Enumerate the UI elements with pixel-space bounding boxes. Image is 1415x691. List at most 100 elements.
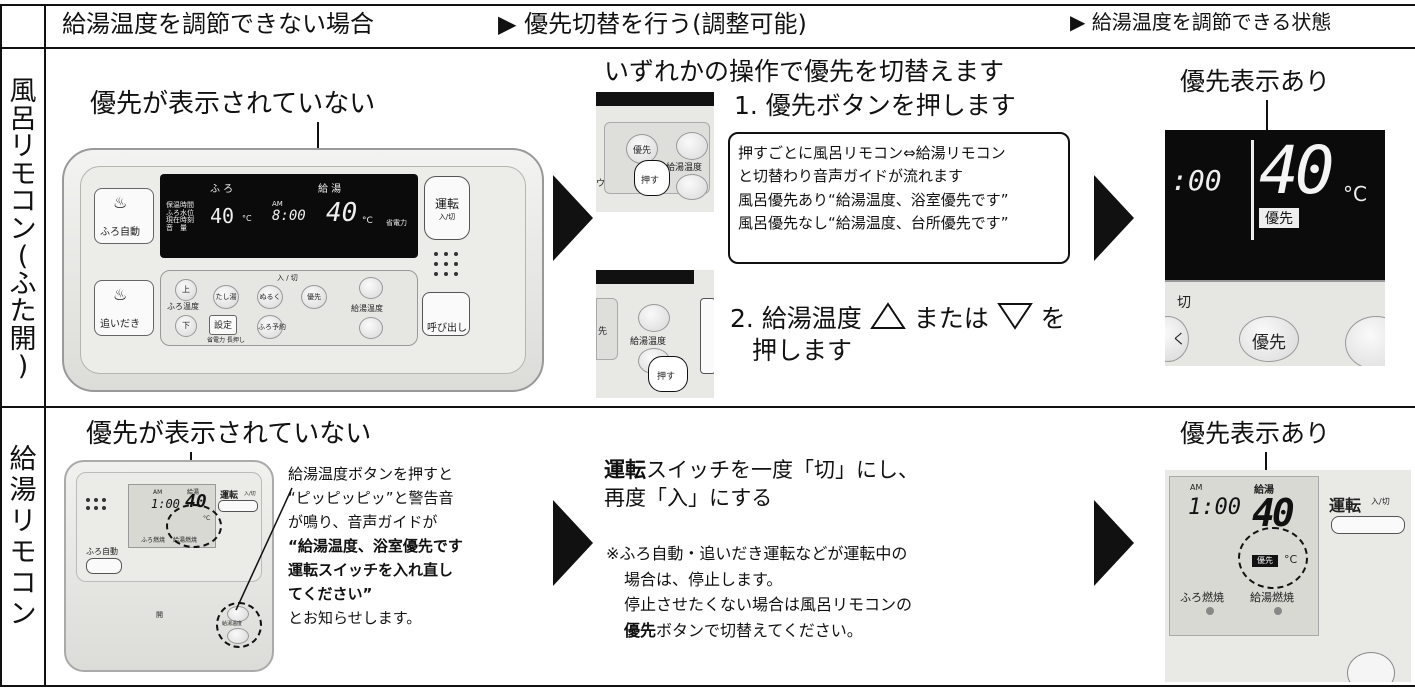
tashiyu-button[interactable]: たし湯 xyxy=(213,285,239,309)
row2-instr-line2: 再度「入」にする xyxy=(604,486,773,510)
row1-side-char: 呂 xyxy=(9,103,37,135)
row2-side-char: 湯 xyxy=(9,475,37,506)
row2-instr-line1: 運転スイッチを一度「切」にし、 xyxy=(604,458,919,482)
down-triangle-icon xyxy=(996,303,1033,330)
zoom1-partial: ウ xyxy=(596,179,606,189)
kitchen-unten: 運転 xyxy=(220,491,239,501)
row1-side-char: 開 xyxy=(9,323,37,355)
zoom-up-button-result[interactable] xyxy=(1345,316,1385,366)
shita-button[interactable]: 下 xyxy=(175,315,197,337)
grid-line-left xyxy=(0,4,2,687)
kitchen-unten-button[interactable] xyxy=(218,500,258,512)
step1: 1. 優先ボタンを押します xyxy=(734,91,1016,120)
kitchen-kyuto-small: 給湯 xyxy=(187,489,200,496)
bath-remote: ♨ ふろ自動 ♨ 追いだき ふ ろ 給 湯 保温時間ふろ水位 現在時刻音 量 4… xyxy=(62,148,544,392)
kitchen-furo-nensho: ふろ燃焼 xyxy=(141,537,166,544)
step2-text-c: を xyxy=(1040,304,1066,333)
yobidashi-button[interactable]: 呼び出し xyxy=(422,292,470,336)
zoom2-partial: 先 xyxy=(598,327,608,337)
zoom-kitchen-furo-nensho: ふろ燃焼 xyxy=(1180,591,1224,604)
note-text: 押すごとに風呂リモコン⇔給湯リモコンと切替わり音声ガイドが流れます 風呂優先あり… xyxy=(738,144,1009,232)
row2-side-char: リ xyxy=(9,506,37,537)
oidaki-button[interactable]: ♨ 追いだき xyxy=(94,280,154,336)
zoom2-up-button[interactable] xyxy=(638,304,670,332)
kitchen-down-button[interactable] xyxy=(227,628,249,644)
lcd-unit1: °C xyxy=(242,214,252,223)
button-panel: 入 / 切 上 ふろ温度 下 設定 省電力 長押し たし湯 ぬるく 優先 ふろ予… xyxy=(160,270,418,346)
kitchen-time: 1:00 xyxy=(151,497,180,511)
zoom-kitchen-partial-button[interactable] xyxy=(1347,652,1395,682)
zoom-lcd-temp: 40 xyxy=(1259,132,1335,209)
row1-side-char: モ xyxy=(9,158,37,190)
lcd-kyuto: 給 湯 xyxy=(318,184,342,195)
kyuto-up-button[interactable] xyxy=(359,277,383,299)
ue-button[interactable]: 上 xyxy=(175,279,197,301)
furo-yoyaku-button[interactable]: ふろ予約 xyxy=(257,315,286,339)
iri-kiri-label: 入 / 切 xyxy=(277,274,298,282)
grid-line-sidebar xyxy=(44,4,46,687)
kitchen-am: AM xyxy=(153,489,163,496)
note-line3: 停止させたくない場合は風呂リモコンの xyxy=(624,595,913,615)
kyuto-down-button[interactable] xyxy=(359,317,383,339)
row1-side-char: リ xyxy=(9,131,37,162)
row2-side-char: 給 xyxy=(9,444,37,475)
unten-label: 運転 xyxy=(434,197,459,211)
zoom-up-button[interactable] xyxy=(676,132,708,160)
row2-note: ※ふろ自動・追いだき運転などが運転中の 場合は、停止します。 停止させたくない場… xyxy=(606,541,912,643)
up-triangle-icon xyxy=(869,302,906,329)
zoom-partial-button[interactable]: く xyxy=(1165,316,1189,362)
lcd-eco: 省電力 xyxy=(386,219,407,227)
zoom-kitchen-unten-button[interactable] xyxy=(1331,516,1405,534)
voice-guide-note: 押すごとに風呂リモコン⇔給湯リモコンと切替わり音声ガイドが流れます 風呂優先あり… xyxy=(728,132,1070,264)
row1-middle-title: いずれかの操作で優先を切替えます xyxy=(604,57,1005,86)
kitchen-highlight-circle xyxy=(166,504,222,548)
step2-line2: 押します xyxy=(752,336,853,365)
reheat-icon: ♨ xyxy=(113,285,128,304)
zoom-lcd: :00 40 °C 優先 xyxy=(1165,130,1385,280)
row2-side-char: コ xyxy=(9,568,37,599)
settei-sub: 省電力 長押し xyxy=(207,337,245,344)
arrow-right-3 xyxy=(553,500,593,586)
zoom-yusen-button-result[interactable]: 優先 xyxy=(1239,316,1299,362)
unten-button[interactable]: 運転 入/切 xyxy=(424,176,470,240)
arrow-right-2 xyxy=(1094,175,1134,261)
note-line2: 場合は、停止します。 xyxy=(624,569,783,589)
zoom-lcd-unit: °C xyxy=(1343,182,1367,206)
furo-auto-button[interactable]: ♨ ふろ自動 xyxy=(94,188,154,244)
grid-line-bottom xyxy=(0,685,1415,687)
nuruku-button[interactable]: ぬるく xyxy=(257,285,283,309)
yusen-button[interactable]: 優先 xyxy=(301,285,327,309)
zoom-down-button[interactable] xyxy=(676,174,708,200)
lcd-furo-temp: 40 xyxy=(210,204,235,228)
row1-side-char: ) xyxy=(17,351,29,382)
zoom-kyuto-press: 先 給湯温度 押す xyxy=(596,270,714,398)
lcd-kyuto-temp: 40 xyxy=(326,198,358,228)
zoom-yusen-badge: 優先 xyxy=(1259,208,1299,228)
settei-button[interactable]: 設定 xyxy=(209,315,237,335)
lcd-unit2: °C xyxy=(362,216,373,226)
row1-right-caption: 優先表示あり xyxy=(1180,67,1331,96)
grid-line-header xyxy=(0,47,1415,49)
zoom-yusen-press: 優先 給湯温度 ウ 押す xyxy=(596,92,714,212)
zoom-yusen-button[interactable]: 優先 xyxy=(626,134,658,164)
zoom-kitchen-am: AM xyxy=(1190,483,1203,492)
lcd-am: AM xyxy=(272,200,283,208)
step2-line1: 2. 給湯温度 または を xyxy=(730,302,1066,334)
zoom-kitchen-unten-sub: 入/切 xyxy=(1371,497,1390,506)
instr-bold: 運転 xyxy=(604,458,646,482)
note-line1: ※ふろ自動・追いだき運転などが運転中の xyxy=(606,544,908,563)
row1-side-char: た xyxy=(9,296,37,327)
kitchen-speaker xyxy=(86,498,110,522)
kitchen-furo-auto-button[interactable] xyxy=(86,558,122,574)
unten-sub: 入/切 xyxy=(438,213,456,221)
row2-side-char: モ xyxy=(9,537,37,568)
header-col3: ▶ 給湯温度を調節できる状態 xyxy=(1070,10,1332,34)
row1-side-char: ン xyxy=(9,213,37,245)
zoom-kitchen-highlight xyxy=(1238,527,1308,589)
row2-left-caption: 優先が表示されていない xyxy=(86,419,372,449)
row1-side-char: コ xyxy=(9,186,37,217)
zoom-kitchen-lcd: AM 1:00 給湯 40 優先 °C ふろ燃焼 給湯燃焼 xyxy=(1169,476,1319,636)
bath-icon: ♨ xyxy=(113,193,128,212)
row1-side-char: 風 xyxy=(9,76,37,107)
yobidashi-label: 呼び出し xyxy=(427,323,467,334)
